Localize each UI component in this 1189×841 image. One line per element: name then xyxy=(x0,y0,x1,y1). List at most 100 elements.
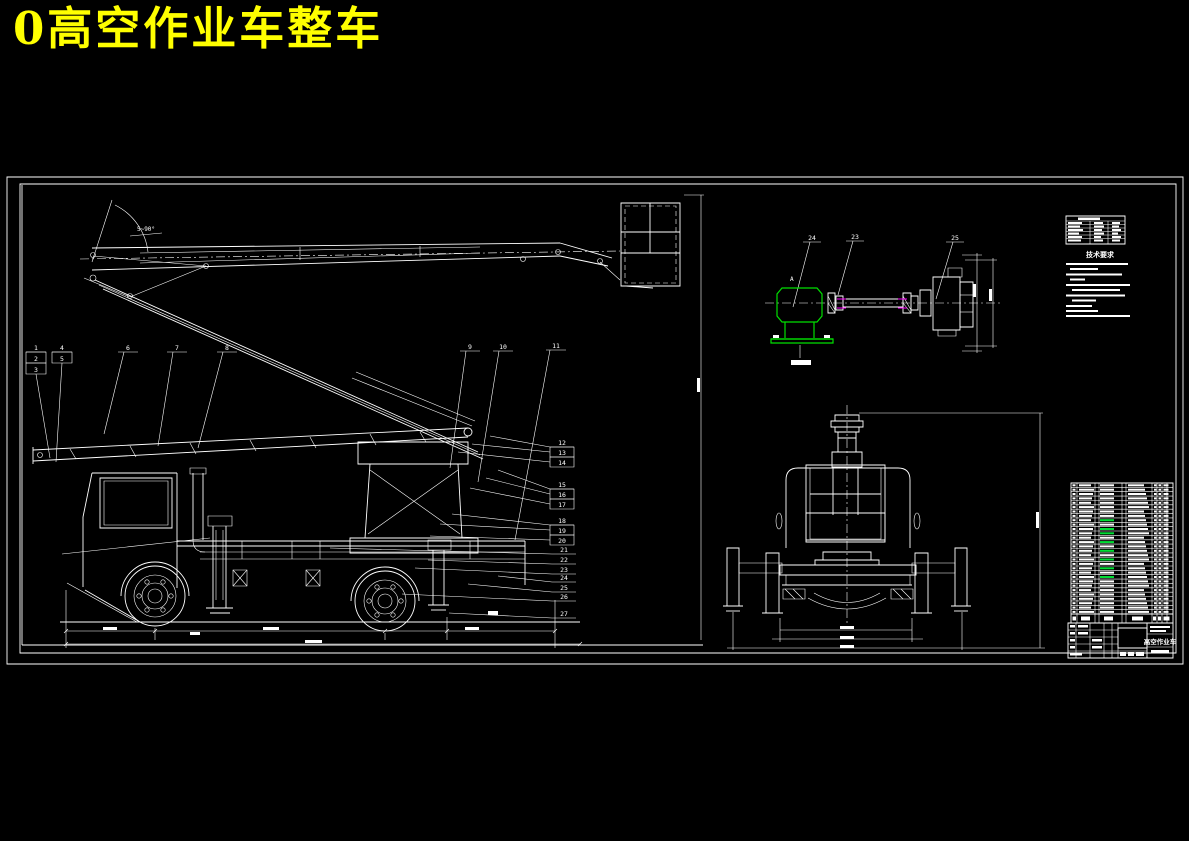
callout-14: 14 xyxy=(558,459,566,467)
callout-21: 21 xyxy=(560,546,568,554)
bom-cell-text xyxy=(1163,536,1169,539)
bom-cell-text xyxy=(1128,484,1144,487)
bom-cell-text xyxy=(1128,610,1149,613)
bom-cell-text xyxy=(1163,602,1169,605)
bom-cell-text xyxy=(1128,606,1148,609)
aux-callout-b: 23 xyxy=(851,233,859,241)
bom-cell-text xyxy=(1100,610,1114,613)
rear-view-outriggers xyxy=(723,548,971,613)
bom-cell-text xyxy=(1158,562,1161,565)
bom-cell-text xyxy=(1158,584,1161,587)
bom-cell-text xyxy=(1079,497,1092,500)
bom-cell-text xyxy=(1072,567,1076,570)
bom-cell-text xyxy=(1163,497,1169,500)
bom-cell-text xyxy=(1079,576,1094,578)
bom-cell-text xyxy=(1128,602,1147,605)
bom-cell-text xyxy=(1079,519,1091,522)
bom-cell-text xyxy=(1154,523,1157,526)
bom-cell-text xyxy=(1128,589,1144,592)
bom-cell-text xyxy=(1128,532,1149,535)
front-wheel xyxy=(121,562,189,626)
gearbox xyxy=(933,268,973,336)
bom-cell-text xyxy=(1158,610,1161,613)
bom-cell-text xyxy=(1100,593,1114,596)
bom-cell-text xyxy=(1158,545,1161,548)
bom-cell-text xyxy=(1154,545,1157,548)
callout-4: 4 xyxy=(60,344,64,352)
bom-cell-text xyxy=(1163,589,1169,592)
bom-cell-text xyxy=(1128,558,1149,561)
bom-cell-text xyxy=(1100,562,1114,565)
bom-cell-text xyxy=(1154,593,1157,596)
front-outrigger xyxy=(206,516,233,613)
bom-cell-text xyxy=(1079,493,1093,495)
bom-cell-text xyxy=(1072,523,1076,526)
callout-24: 24 xyxy=(560,574,568,582)
bom-cell-text xyxy=(1100,584,1114,587)
bom-cell-text xyxy=(1079,562,1093,565)
bom-cell-text xyxy=(1154,584,1157,587)
bom-cell-text xyxy=(1154,536,1157,539)
section-marker-a: A xyxy=(790,276,794,283)
bom-cell-text xyxy=(1158,576,1161,578)
bom-cell-text xyxy=(1100,536,1114,539)
bom-cell-text xyxy=(1158,501,1161,504)
bom-cell-text xyxy=(1128,580,1148,583)
bom-cell-text xyxy=(1100,580,1114,583)
bom-cell-text xyxy=(1158,558,1161,561)
bom-cell-text xyxy=(1079,610,1094,613)
bom-cell-text xyxy=(1079,532,1092,535)
bom-cell-text xyxy=(1154,497,1157,500)
bom-cell-text xyxy=(1072,571,1076,574)
rear-elevation-view xyxy=(723,405,1045,650)
callout-12: 12 xyxy=(558,439,566,447)
bom-cell-text xyxy=(1079,501,1091,504)
bom-cell-text xyxy=(1158,506,1161,509)
bom-cell-text xyxy=(1163,528,1169,530)
bom-cell-text xyxy=(1100,597,1114,600)
bom-cell-text xyxy=(1100,510,1114,513)
bom-cell-text xyxy=(1072,528,1076,530)
bom-cell-text xyxy=(1079,584,1092,587)
bom-cell-text xyxy=(1158,497,1161,500)
bom-cell-text xyxy=(1128,497,1147,500)
bom-cell-text xyxy=(1163,541,1169,544)
bom-cell-text xyxy=(1072,484,1076,487)
bom-cell-text xyxy=(1100,571,1114,574)
bom-cell-text xyxy=(1100,497,1114,500)
callout-19: 19 xyxy=(558,527,566,535)
aux-callout-a: 24 xyxy=(808,234,816,242)
bom-cell-text xyxy=(1072,589,1076,592)
bom-cell-text xyxy=(1163,593,1169,596)
bom-cell-text xyxy=(1128,528,1148,530)
bom-cell-text xyxy=(1128,541,1145,544)
work-basket xyxy=(621,203,680,288)
luffing-angle: 5~90° xyxy=(92,200,162,262)
bom-cell-text xyxy=(1154,554,1157,557)
bom-cell-text xyxy=(1100,554,1114,557)
bom-cell-text xyxy=(1072,488,1076,491)
bom-cell-text xyxy=(1158,488,1161,491)
bom-cell-text xyxy=(1128,584,1149,587)
bom-cell-text xyxy=(1079,510,1093,513)
bom-cell-text xyxy=(1154,541,1157,544)
lower-boom xyxy=(84,253,483,460)
bom-cell-text xyxy=(1079,549,1092,552)
bom-cell-text xyxy=(1072,580,1076,583)
bom-cell-text xyxy=(1128,593,1145,596)
bom-cell-text xyxy=(1158,528,1161,530)
bom-cell-text xyxy=(1158,571,1161,574)
bom-cell-text xyxy=(1154,519,1157,522)
callout-7: 7 xyxy=(175,344,179,352)
bom-cell-text xyxy=(1163,484,1169,487)
bom-cell-text xyxy=(1079,593,1094,596)
bom-cell-text xyxy=(1154,558,1157,561)
bom-cell-text xyxy=(1154,532,1157,535)
bom-cell-text xyxy=(1079,558,1094,561)
bom-cell-text xyxy=(1154,589,1157,592)
bom-cell-text xyxy=(1154,514,1157,517)
bom-cell-text xyxy=(1072,602,1076,605)
callout-17: 17 xyxy=(558,501,566,509)
bom-cell-text xyxy=(1072,584,1076,587)
bom-cell-text xyxy=(1158,567,1161,570)
